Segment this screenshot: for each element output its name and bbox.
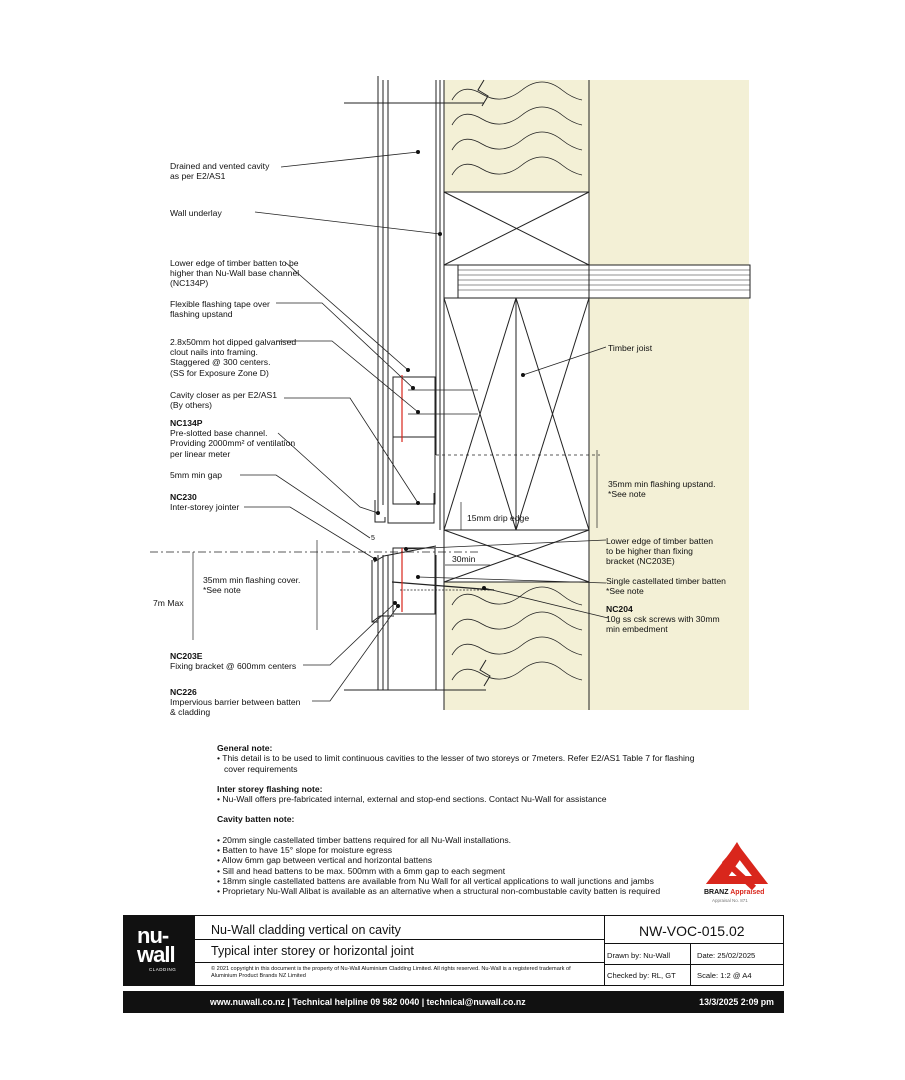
title-cell [194,916,605,985]
label-drip: 15mm drip edge [467,513,530,523]
drawing-subtitle: Typical inter storey or horizontal joint [211,944,414,958]
label-castellated: Single castellated timber batten *See no… [606,576,726,597]
cavity-note-item: • Batten to have 15° slope for moisture … [217,845,393,856]
date: Date: 25/02/2025 [697,951,756,960]
drawn-by: Drawn by: Nu-Wall [607,951,671,960]
general-note-title: General note: [217,743,273,753]
nc226-code: NC226 [170,687,197,697]
footer-links[interactable]: www.nuwall.co.nz | Technical helpline 09… [210,997,526,1007]
label-nails: 2.8x50mm hot dipped galvanised clout nai… [170,337,297,378]
framing-upper-right [589,80,749,265]
nc226-desc: Impervious barrier between batten & clad… [170,697,301,718]
label-cavity: Drained and vented cavity as per E2/AS1 [170,161,270,182]
title-block: nu- wall CLADDING Nu-Wall cladding verti… [123,915,784,986]
nu-wall-logo: nu- wall CLADDING [124,916,194,985]
label-batten-edge: Lower edge of timber batten to be higher… [170,258,300,289]
inter-storey-note-title: Inter storey flashing note: [217,783,323,794]
cladding-profile [371,76,495,690]
nc203e-desc: Fixing bracket @ 600mm centers [170,661,297,672]
label-gap: 5mm min gap [170,470,223,480]
divider [604,964,784,965]
nc230-code: NC230 [170,492,197,502]
insulation-pattern [451,81,583,681]
cavity-note-item: • 20mm single castellated timber battens… [217,834,512,845]
divider [604,916,605,985]
cavity-batten-note-title: Cavity batten note: [217,814,295,825]
inter-storey-note-item: • Nu-Wall offers pre-fabricated internal… [217,794,607,805]
nc230-desc: Inter-storey jointer [170,502,240,513]
cavity-note-item: • Allow 6mm gap between vertical and hor… [217,855,433,866]
footer-timestamp: 13/3/2025 2:09 pm [699,997,774,1007]
nc204-code: NC204 [606,604,633,614]
label-batten-bracket: Lower edge of timber batten to be higher… [606,536,714,567]
framing-lower-right [589,530,749,710]
scale: Scale: 1:2 @ A4 [697,971,752,980]
label-upstand: 35mm min flashing upstand. *See note [608,479,716,500]
leader-lines [240,151,609,702]
logo-bottom: wall [137,942,176,967]
leader-dots [373,150,525,608]
label-joist: Timber joist [608,343,653,353]
branz-sub: Appraisal No. 871 [712,898,748,903]
drawing-title: Nu-Wall cladding vertical on cavity [211,923,401,937]
label-5: 5 [371,535,375,542]
cavity-note-item: • 18mm single castellated battens are av… [217,875,654,886]
nc204-desc: 10g ss csk screws with 30mm min embedmen… [606,614,720,635]
logo-sub: CLADDING [149,967,177,972]
label-closer: Cavity closer as per E2/AS1 (By others) [170,390,277,411]
checked-by: Checked by: RL, GT [607,971,676,980]
insulation-upper [444,80,589,192]
cavity-note-item: • Sill and head battens to be max. 500mm… [217,865,506,876]
nc203e-code: NC203E [170,651,203,661]
divider [690,943,691,985]
nc134p-desc: Pre-slotted base channel. Providing 2000… [170,428,296,459]
branz-logo-icon [705,842,769,891]
cavity-note-item: • Proprietary Nu-Wall Alibat is availabl… [217,886,661,897]
drawing-code: NW-VOC-015.02 [639,923,745,939]
label-underlay: Wall underlay [170,208,222,218]
insulation-lower [444,582,589,710]
logo-top: nu- [137,923,169,948]
nc134p-code: NC134P [170,418,203,428]
label-flashing-tape: Flexible flashing tape over flashing ups… [170,299,270,320]
framing-right [589,298,749,530]
nails [400,389,490,591]
copyright-text: © 2021 copyright in this document is the… [211,966,571,979]
divider [194,962,604,963]
branz-label: BRANZ Appraised [704,889,765,896]
dimensions [150,450,600,640]
footer-bar: www.nuwall.co.nz | Technical helpline 09… [123,991,784,1013]
label-7m-max: 7m Max [153,598,184,608]
divider [604,943,784,944]
label-30min: 30min [452,554,476,564]
general-note-item: • This detail is to be used to limit con… [217,753,695,774]
notes-block: General note: • This detail is to be use… [217,743,717,907]
label-flash-cover: 35mm min flashing cover. *See note [203,575,301,596]
divider [194,939,604,940]
framing [344,79,751,710]
